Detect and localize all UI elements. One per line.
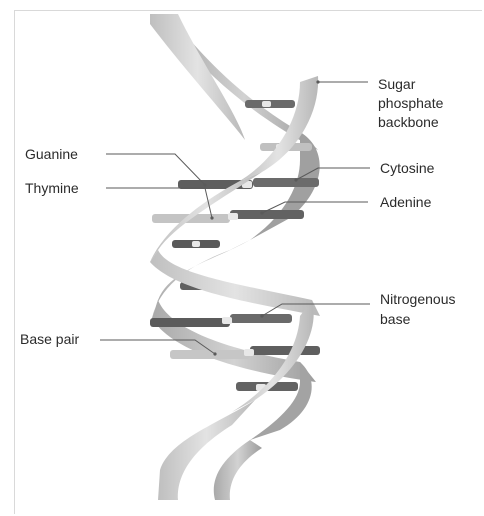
label-thymine: Thymine	[25, 180, 79, 196]
label-cytosine: Cytosine	[380, 160, 435, 176]
base-pair-right	[250, 346, 320, 355]
base-adenine	[230, 210, 304, 219]
label-guanine: Guanine	[25, 146, 78, 162]
backbone-strand-rear	[152, 16, 320, 500]
base-cytosine	[253, 178, 319, 187]
base-rung-7-left	[150, 318, 230, 327]
label-base-pair: Base pair	[20, 331, 79, 347]
base-pair-left	[170, 350, 250, 359]
label-nitrogenous-line2: base	[380, 311, 411, 327]
label-adenine: Adenine	[380, 194, 432, 210]
label-sugar-line2: phosphate	[378, 95, 444, 111]
label-sugar-line1: Sugar	[378, 76, 416, 92]
label-nitrogenous-line1: Nitrogenous	[380, 291, 456, 307]
label-sugar-line3: backbone	[378, 114, 439, 130]
